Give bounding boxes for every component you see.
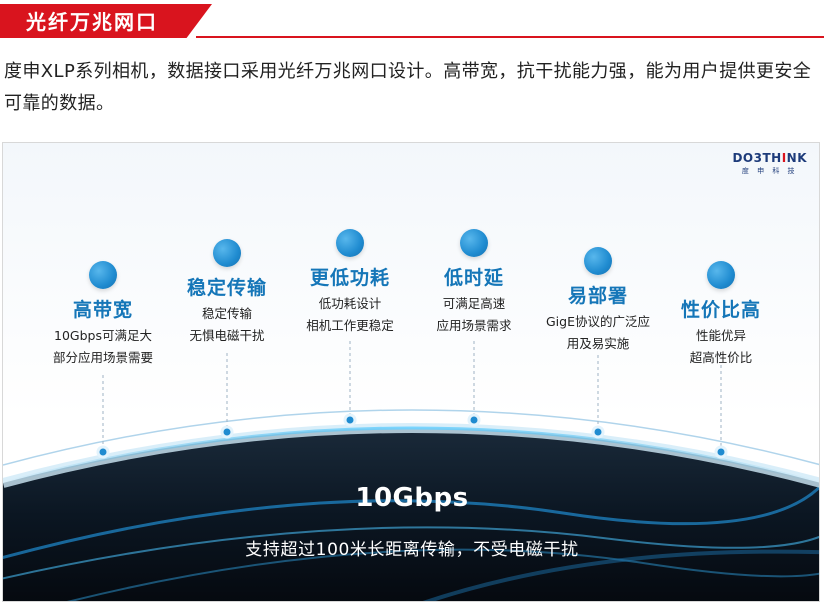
- section-header: 光纤万兆网口: [0, 0, 824, 40]
- feature-title: 稳定传输: [186, 277, 267, 299]
- light-streak: [66, 548, 819, 601]
- feature-stable-transmission: 稳定传输 稳定传输 无惧电磁干扰: [147, 239, 307, 347]
- feature-bullet-icon: [707, 261, 735, 289]
- feature-desc: 应用场景需求: [436, 318, 512, 333]
- feature-bullet-icon: [584, 247, 612, 275]
- arc-dots: [96, 413, 728, 459]
- header-divider: [196, 36, 824, 38]
- brand-logo: DO3THINK 度 申 科 技: [732, 151, 807, 176]
- feature-title: 易部署: [567, 285, 628, 307]
- section-title: 光纤万兆网口: [26, 10, 158, 34]
- feature-high-bandwidth: 高带宽 10Gbps可满足大 部分应用场景需要: [23, 261, 183, 369]
- feature-easy-deploy: 易部署 GigE协议的广泛应 用及易实施: [518, 247, 678, 355]
- feature-desc: 用及易实施: [566, 336, 630, 351]
- feature-desc: 可满足高速: [442, 296, 506, 311]
- feature-low-power: 更低功耗 低功耗设计 相机工作更稳定: [270, 229, 430, 337]
- feature-title: 更低功耗: [309, 267, 390, 289]
- light-streak: [3, 526, 819, 580]
- feature-desc: 低功耗设计: [318, 296, 382, 311]
- header-tag: [0, 4, 212, 38]
- dark-base: [3, 428, 819, 601]
- logo-subtitle: 度 申 科 技: [741, 167, 798, 175]
- feature-cost-effective: 性价比高 性能优异 超高性价比: [641, 261, 801, 369]
- feature-desc: 部分应用场景需要: [52, 350, 153, 365]
- arc-line: [3, 409, 819, 466]
- feature-bullet-icon: [336, 229, 364, 257]
- feature-low-latency: 低时延 可满足高速 应用场景需求: [394, 229, 554, 337]
- light-streak: [422, 549, 819, 601]
- feature-figure: DO3THINK 度 申 科 技 高带宽 10Gbps可满足大 部分应用场景需要…: [2, 142, 820, 602]
- feature-desc: 性能优异: [695, 328, 746, 343]
- feature-title: 低时延: [443, 267, 504, 289]
- feature-desc: 稳定传输: [201, 306, 252, 321]
- logo-wordmark: DO3THINK: [732, 151, 807, 165]
- feature-bullet-icon: [460, 229, 488, 257]
- speed-caption: 支持超过100米长距离传输，不受电磁干扰: [245, 540, 579, 560]
- feature-desc: GigE协议的广泛应: [546, 314, 650, 329]
- feature-desc: 相机工作更稳定: [306, 318, 394, 333]
- arc-background: [3, 341, 819, 601]
- feature-title: 高带宽: [72, 299, 133, 321]
- feature-desc: 无惧电磁干扰: [189, 328, 265, 343]
- arc-line: [3, 426, 819, 485]
- feature-desc: 10Gbps可满足大: [54, 328, 152, 343]
- speed-headline: 10Gbps: [355, 483, 469, 513]
- feature-title: 性价比高: [680, 299, 761, 321]
- feature-bullet-icon: [89, 261, 117, 289]
- feature-desc: 超高性价比: [689, 350, 753, 365]
- intro-paragraph: 度申XLP系列相机，数据接口采用光纤万兆网口设计。高带宽，抗干扰能力强，能为用户…: [4, 61, 812, 114]
- connectors: [102, 341, 722, 449]
- feature-bullet-icon: [213, 239, 241, 267]
- light-streak: [3, 485, 819, 560]
